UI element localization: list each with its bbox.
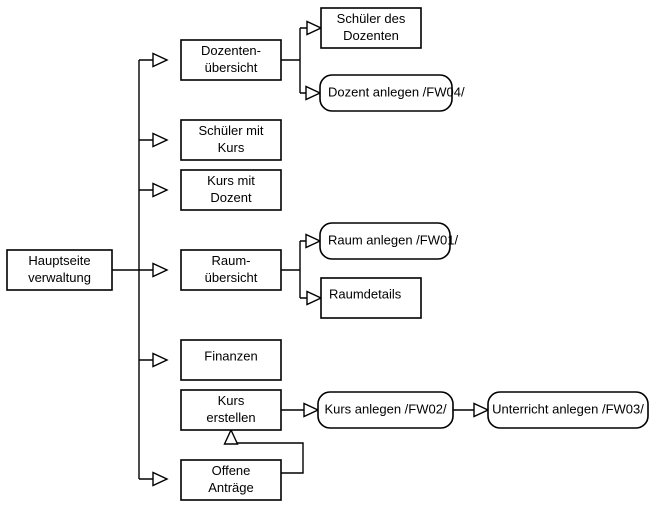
- edge-to-offene: [139, 471, 169, 487]
- node-dozent-anlegen[interactable]: Dozent anlegen /FW04/: [319, 74, 465, 112]
- edge-to-raumueb: [139, 262, 169, 278]
- node-label: Dozenten: [343, 28, 399, 43]
- arrowhead-icon: [305, 233, 322, 249]
- edge-offene-to-kurs: [223, 428, 304, 474]
- node-box[interactable]: [319, 74, 453, 112]
- edge-to-kurs-anlegen: [281, 402, 320, 418]
- node-label: Anträge: [208, 480, 254, 495]
- arrowhead-icon: [306, 20, 323, 36]
- node-box[interactable]: [6, 249, 113, 291]
- node-unterricht-anlegen[interactable]: Unterricht anlegen /FW03/: [487, 391, 649, 429]
- node-label: Schüler des: [337, 11, 406, 26]
- edge-to-kurs-dozent: [139, 182, 169, 198]
- arrowhead-icon: [303, 402, 320, 418]
- node-label: erstellen: [206, 410, 255, 425]
- arrowhead-icon: [223, 428, 239, 445]
- arrowhead-icon: [152, 52, 169, 68]
- edge-line: [281, 27, 307, 94]
- arrowhead-icon: [152, 132, 169, 148]
- node-kurs-anlegen[interactable]: Kurs anlegen /FW02/: [317, 391, 454, 429]
- arrowhead-icon: [473, 402, 490, 418]
- node-box[interactable]: [180, 169, 282, 211]
- node-dozentenuebersicht[interactable]: Dozenten-übersicht: [180, 39, 282, 81]
- arrowhead-icon: [152, 262, 169, 278]
- node-raumdetails[interactable]: Raumdetails: [320, 277, 422, 319]
- node-label: übersicht: [205, 60, 258, 75]
- node-box[interactable]: [320, 7, 422, 49]
- node-label: Schüler mit: [198, 123, 263, 138]
- node-label: Hauptseite: [28, 253, 90, 268]
- node-label: Kurs mit: [207, 173, 255, 188]
- node-label: Finanzen: [204, 348, 257, 363]
- edge-to-schueler-kurs: [139, 132, 169, 148]
- node-layer: HauptseiteverwaltungDozenten-übersichtSc…: [6, 7, 649, 501]
- node-box[interactable]: [180, 339, 282, 381]
- edge-raum-branch: [281, 240, 307, 299]
- node-label: Raum-: [211, 253, 250, 268]
- node-box[interactable]: [320, 277, 422, 319]
- edge-to-unterricht: [453, 402, 490, 418]
- edge-to-raumdetails: [306, 290, 323, 306]
- node-label: Kurs: [218, 393, 245, 408]
- node-label: Raumdetails: [329, 286, 402, 301]
- node-label: Dozenten-: [201, 43, 261, 58]
- node-label: Offene: [212, 463, 251, 478]
- arrowhead-icon: [152, 352, 169, 368]
- node-label: übersicht: [205, 270, 258, 285]
- node-raumuebersicht[interactable]: Raum-übersicht: [180, 249, 282, 291]
- node-label: Kurs anlegen /FW02/: [324, 401, 447, 416]
- arrowhead-icon: [306, 290, 323, 306]
- edge-layer: [112, 20, 490, 487]
- edge-line: [281, 240, 307, 299]
- edge-dozent-branch: [281, 27, 307, 94]
- node-label: verwaltung: [28, 270, 91, 285]
- node-box[interactable]: [487, 391, 649, 429]
- edge-to-finanzen: [139, 352, 169, 368]
- node-finanzen[interactable]: Finanzen: [180, 339, 282, 381]
- node-box[interactable]: [319, 222, 451, 260]
- node-box[interactable]: [180, 249, 282, 291]
- edge-to-dozentenueb: [139, 52, 169, 68]
- arrowhead-icon: [152, 182, 169, 198]
- arrowhead-icon: [305, 85, 322, 101]
- edge-to-dozent-anlegen: [305, 85, 322, 101]
- node-label: Kurs: [218, 140, 245, 155]
- edge-to-raum-anlegen: [305, 233, 322, 249]
- node-label: Dozent: [210, 190, 252, 205]
- edge-to-schueler-doz: [306, 20, 323, 36]
- node-label: Raum anlegen /FW01/: [328, 232, 458, 247]
- node-box[interactable]: [180, 119, 282, 161]
- node-raum-anlegen[interactable]: Raum anlegen /FW01/: [319, 222, 458, 260]
- node-label: Unterricht anlegen /FW03/: [492, 401, 644, 416]
- node-box[interactable]: [180, 39, 282, 81]
- node-hauptseite[interactable]: Hauptseite verwaltung: [6, 249, 113, 291]
- node-box[interactable]: [317, 391, 454, 429]
- node-box[interactable]: [180, 389, 282, 431]
- node-box[interactable]: [180, 459, 282, 501]
- arrowhead-icon: [152, 471, 169, 487]
- node-kurs-erstellen[interactable]: Kurs erstellen: [180, 389, 282, 431]
- node-label: Dozent anlegen /FW04/: [328, 84, 465, 99]
